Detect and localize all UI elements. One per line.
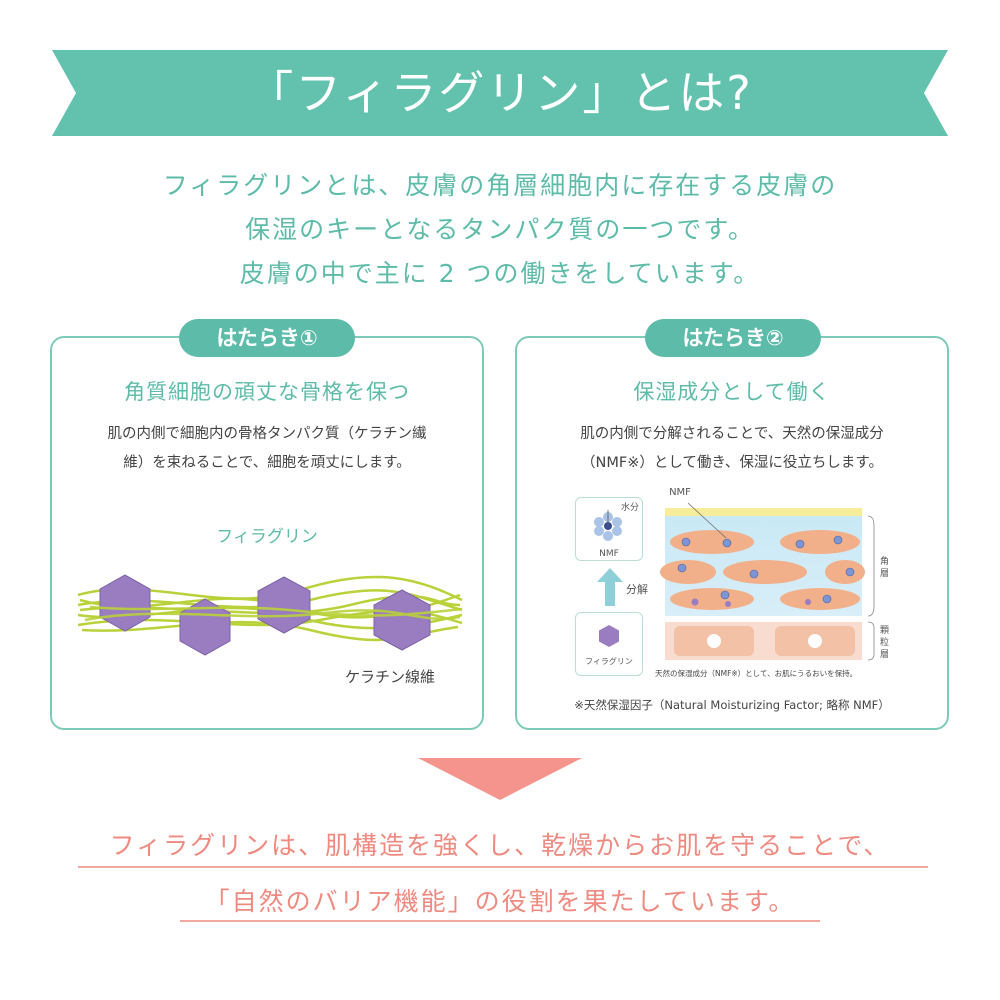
card-function-1 xyxy=(50,336,484,730)
conclusion-line-2: 「自然のバリア機能」の役割を果たしています。 xyxy=(204,887,796,916)
card1-body-line-1: 肌の内側で細胞内の骨格タンパク質（ケラチン繊 xyxy=(107,426,427,442)
footnote: ※天然保湿因子（Natural Moisturizing Factor; 略称 … xyxy=(574,698,890,712)
underline-1 xyxy=(78,866,928,868)
card1-title: 角質細胞の頑丈な骨格を保つ xyxy=(124,380,410,404)
filaggrin-label: フィラグリン xyxy=(216,527,318,547)
nmf-box xyxy=(575,497,643,561)
intro-line-1: フィラグリンとは、皮膚の角層細胞内に存在する皮膚の xyxy=(162,171,838,200)
card2-title: 保湿成分として働く xyxy=(633,380,831,404)
page-title: 「フィラグリン」とは? xyxy=(247,66,753,120)
nmf-small-label: NMF xyxy=(599,549,619,559)
filaggrin-box xyxy=(575,612,643,676)
card2-body: 肌の内側で分解されることで、天然の保湿成分 （NMF※）として働き、保湿に役立ち… xyxy=(515,420,949,478)
diagram-caption: 天然の保湿成分（NMF※）として、お肌にうるおいを保持。 xyxy=(655,669,858,678)
nmf-molecule-icon xyxy=(594,510,622,541)
skin-layer-diagram xyxy=(660,502,875,661)
filaggrin-hexagon-icon xyxy=(599,625,619,647)
card2-body-line-1: 肌の内側で分解されることで、天然の保湿成分 xyxy=(580,426,884,442)
water-label: 水分 xyxy=(621,503,640,513)
badge-function-2: はたらき② xyxy=(645,319,821,357)
layer-granular-label: 顆粒層 xyxy=(880,626,890,660)
filaggrin-small-label: フィラグリン xyxy=(585,657,633,666)
intro-line-3: 皮膚の中で主に 2 つの働きをしています。 xyxy=(239,259,761,288)
card1-body: 肌の内側で細胞内の骨格タンパク質（ケラチン繊 維）を束ねることで、細胞を頑丈にし… xyxy=(50,420,484,478)
decompose-label: 分解 xyxy=(626,583,648,596)
intro-line-2: 保湿のキーとなるタンパク質の一つです。 xyxy=(245,215,755,244)
badge-function-1: はたらき① xyxy=(179,319,355,357)
layer-horny-label: 角層 xyxy=(880,557,890,579)
title-banner xyxy=(52,50,948,136)
keratin-label: ケラチン線維 xyxy=(344,668,435,686)
down-arrow-icon xyxy=(418,758,582,800)
card2-body-line-2: （NMF※）として働き、保湿に役立ちします。 xyxy=(581,455,883,471)
underline-2 xyxy=(180,920,820,922)
card1-body-line-2: 維）を束ねることで、細胞を頑丈にします。 xyxy=(123,455,411,471)
arrow-up-icon xyxy=(597,568,623,606)
keratin-filaggrin-illustration xyxy=(77,574,463,656)
nmf-top-label: NMF xyxy=(669,487,691,498)
conclusion-line-1: フィラグリンは、肌構造を強くし、乾燥からお肌を守ることで、 xyxy=(109,831,891,860)
